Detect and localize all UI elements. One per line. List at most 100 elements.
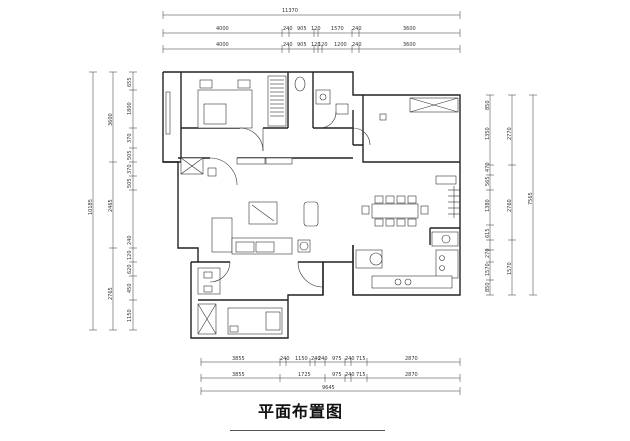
dining-table-icon [371,203,419,219]
sink-icon [441,234,451,244]
right-dim-inner-1: 1350 [485,127,491,140]
bottom-dim-2-5: 2870 [405,372,418,378]
bottom-dim-1-7: 715 [356,356,366,362]
nightstand-icon [229,325,239,333]
wardrobe-icon [267,75,287,127]
wardrobe-hangers [270,79,284,117]
door-swing-icon [239,127,264,152]
top-dim-3-4: 120 [318,42,328,48]
chair-icon [203,271,213,279]
bottom-dim-1-5: 975 [332,356,342,362]
right-dim-outer-2: 1570 [507,262,513,275]
top-dim-3-3: 120 [311,42,321,48]
bottom-dim-total: 9645 [322,385,335,391]
doors [209,111,371,288]
right-dim-inner-8: 270 [485,248,491,258]
right-dim-total: 7565 [528,192,534,205]
top-dim-2-5: 240 [352,26,362,32]
bottom-dim-2-3: 240 [345,372,355,378]
top-dim-3-7: 3600 [403,42,416,48]
chair-icon [385,218,395,227]
chair-icon [385,195,395,204]
burner-icon [439,265,445,271]
top-dim-3-0: 4000 [216,42,229,48]
left-dim-inner-9: 450 [127,283,133,293]
washer-drum-icon [369,252,383,266]
stool-icon [207,167,217,177]
door-swing-icon [319,111,337,129]
living-room-furniture [211,201,319,255]
sofa-cushion-icon [235,241,255,253]
chair-icon [361,205,370,215]
right-dim-inner-0: 850 [485,100,491,110]
blanket-icon [203,103,227,125]
bottom-dim-1-2: 1150 [295,356,308,362]
sink-icon [294,76,306,92]
top-dim-3-1: 240 [283,42,293,48]
door-swing-icon [209,261,231,283]
left-dim-inner-3: 505 [127,150,133,160]
toilet-icon [335,103,349,115]
bottom-dim-1-0: 3855 [232,356,245,362]
right-dim-inner-9: 1570 [485,263,491,276]
bottom-dim-1-1: 240 [280,356,290,362]
left-dim-inner-10: 1150 [127,309,133,322]
chair-icon [420,205,429,215]
top-dim-2-4: 1570 [331,26,344,32]
chair-icon [396,195,406,204]
burner-icon [439,255,445,261]
bottom-dim-1-3: 240 [311,356,321,362]
top-dim-2-6: 3600 [403,26,416,32]
armchair-icon [303,201,319,227]
chair-icon [374,218,384,227]
left-dim-outer-1: 2465 [108,199,114,212]
dining-furniture [361,175,460,227]
chair-icon [396,218,406,227]
door-swing-icon [352,127,371,146]
right-dim-inner-5: 1380 [485,199,491,212]
left-dim-inner-4: 370 [127,164,133,174]
burner-icon [404,278,412,286]
left-dim-inner-8: 620 [127,264,133,274]
left-dim-inner-0: 655 [127,77,133,87]
left-dim-inner-2: 370 [127,133,133,143]
left-dimension-lines: 10185 3600 2465 2765 655 1800 370 [88,71,137,331]
sofa-cushion-icon [255,241,275,253]
bottom-dim-2-4: 715 [356,372,366,378]
top-dim-2-2: 905 [297,26,307,32]
second-bedroom-furniture [379,97,459,121]
plan-title: 平面布置图 [258,402,344,421]
bottom-dim-2-0: 3855 [232,372,245,378]
bottom-dim-1-6: 240 [345,356,355,362]
door-swing-icon [209,157,238,186]
bottom-dim-2-1: 1725 [298,372,311,378]
side-cabinet-icon [211,217,233,253]
top-dim-3-5: 1200 [334,42,347,48]
top-dimension-lines: 11370 4000 240 905 120 1570 240 3600 [162,8,461,53]
desk-icon [197,267,221,295]
window-icon [165,91,171,135]
nightstand-icon [199,79,213,89]
kitchen-furniture [355,231,459,289]
title-underline [230,430,385,431]
bathroom-furniture [294,76,349,115]
bottom-dimension-lines: 3855 240 1150 240 240 975 240 715 2870 3… [200,356,461,395]
study-furniture [197,267,283,335]
plant-icon [299,241,309,251]
top-dim-2-1: 240 [283,26,293,32]
top-dim-2-0: 4000 [216,26,229,32]
bottom-dim-1-8: 2870 [405,356,418,362]
lamp-icon [379,113,387,121]
bottom-dim-1-4: 240 [318,356,328,362]
right-dim-inner-6: 615 [485,228,491,238]
left-dim-inner-1: 1800 [127,102,133,115]
chair-icon [203,285,213,293]
door-swing-icon [297,261,324,288]
bottom-dim-2-2: 975 [332,372,342,378]
wine-rack-icon [448,186,460,218]
entry-furniture [180,157,293,177]
left-dim-inner-6: 240 [127,235,133,245]
left-dim-outer-2: 2765 [108,287,114,300]
